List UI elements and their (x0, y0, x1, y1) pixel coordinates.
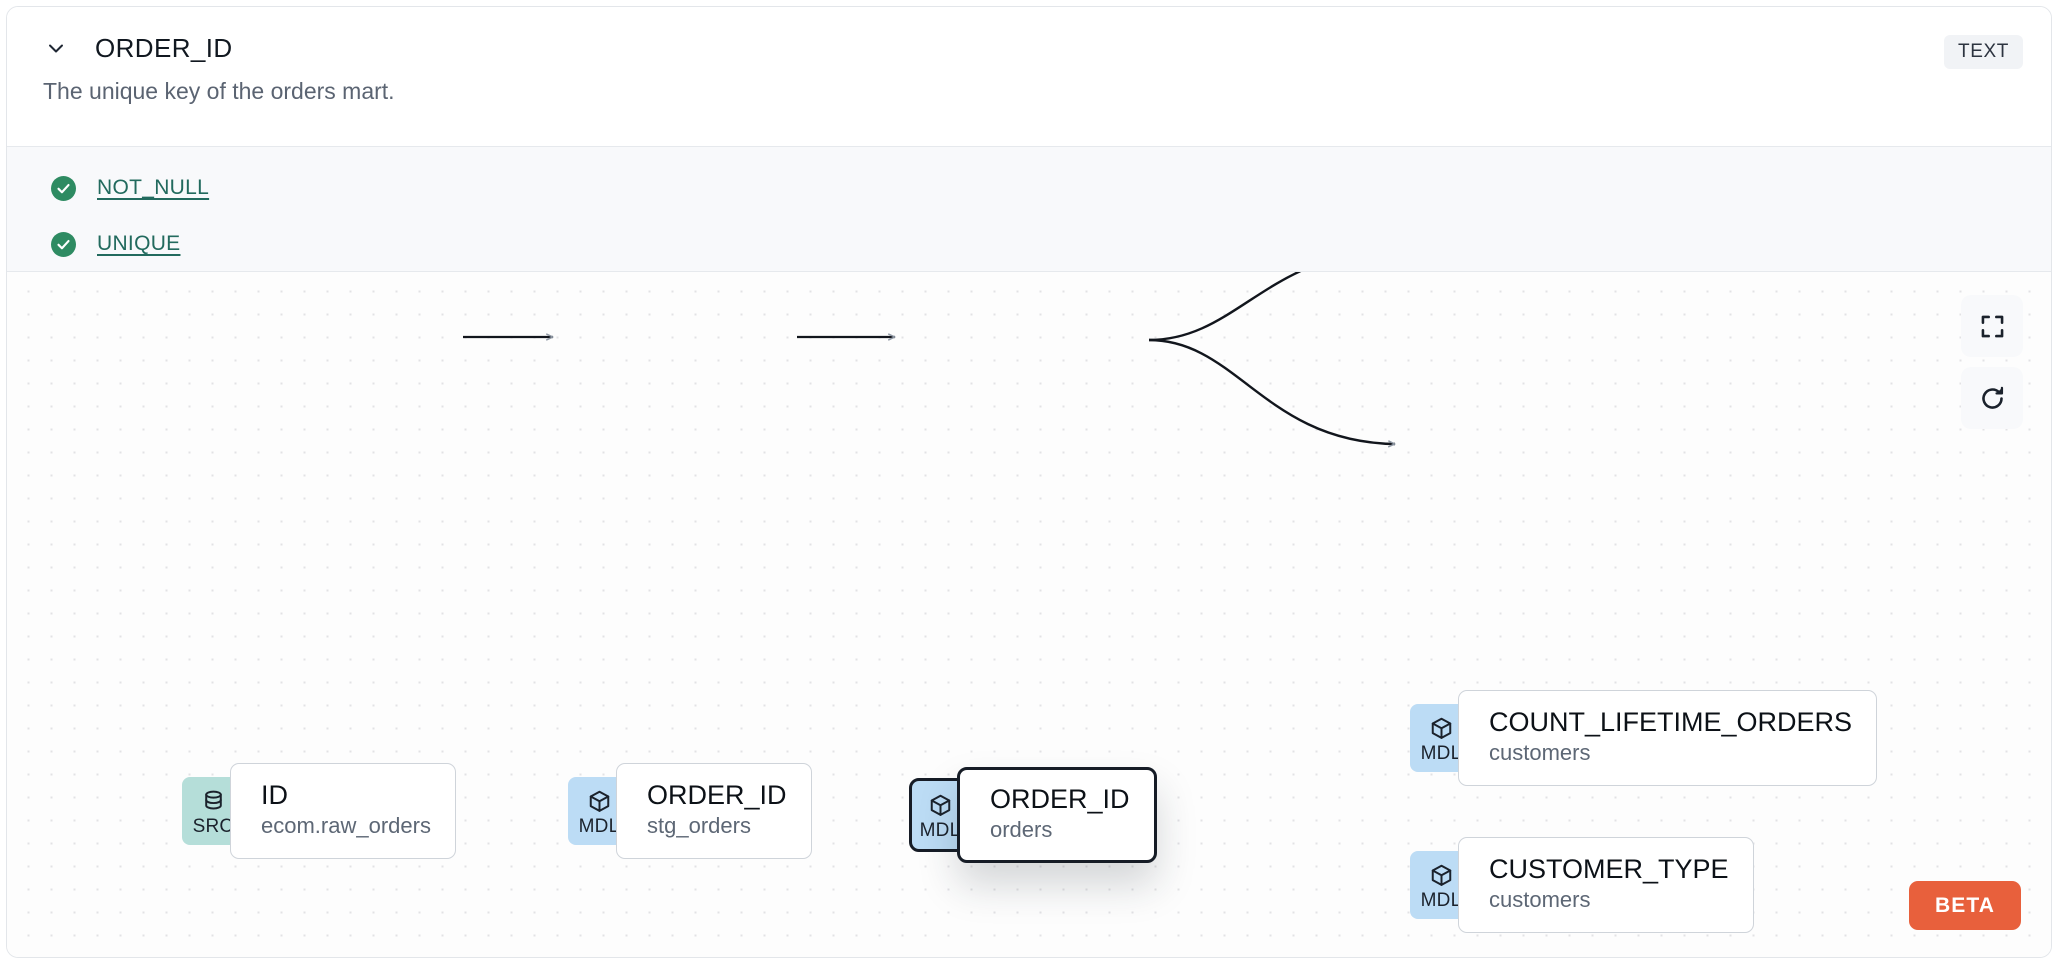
node-column-name: ID (261, 780, 288, 811)
fit-view-icon (1979, 313, 2006, 340)
node-column-name: ORDER_ID (647, 780, 787, 811)
column-description: The unique key of the orders mart. (43, 78, 395, 104)
lineage-node-src-id[interactable]: SRC ID ecom.raw_orders (182, 763, 456, 859)
fit-view-button[interactable] (1961, 295, 2023, 357)
edge-orders-to-count (1148, 272, 1302, 342)
node-body: ORDER_ID orders (957, 767, 1157, 863)
cube-icon (1429, 713, 1454, 743)
reset-button[interactable] (1961, 367, 2023, 429)
node-body: ORDER_ID stg_orders (616, 763, 812, 859)
test-row: UNIQUE (51, 225, 2051, 263)
lineage-node-customer-type[interactable]: MDL CUSTOMER_TYPE customers (1410, 837, 1754, 933)
node-body: CUSTOMER_TYPE customers (1458, 837, 1754, 933)
test-link-unique[interactable]: UNIQUE (97, 232, 181, 255)
node-body: COUNT_LIFETIME_ORDERS customers (1458, 690, 1878, 786)
node-source-name: orders (990, 817, 1053, 843)
node-body: ID ecom.raw_orders (230, 763, 456, 859)
src-badge-label: SRC (192, 816, 234, 837)
mdl-badge-label: MDL (919, 820, 961, 841)
check-circle-icon (51, 231, 76, 257)
cube-icon (1429, 860, 1454, 890)
card-header: ORDER_ID TEXT The unique key of the orde… (7, 7, 2051, 147)
mdl-badge-label: MDL (1420, 890, 1462, 911)
cube-icon (928, 790, 953, 820)
column-type-badge: TEXT (1944, 35, 2023, 69)
cube-icon (587, 786, 612, 816)
node-column-name: COUNT_LIFETIME_ORDERS (1489, 707, 1853, 738)
lineage-node-orders-selected[interactable]: MDL ORDER_ID orders (909, 767, 1157, 863)
header-title-row: ORDER_ID (7, 7, 2051, 63)
tests-section: NOT_NULL UNIQUE (7, 147, 2051, 272)
check-circle-icon (51, 175, 76, 201)
column-detail-card: ORDER_ID TEXT The unique key of the orde… (6, 6, 2052, 958)
database-icon (201, 786, 226, 816)
page-title: ORDER_ID (95, 32, 233, 63)
node-source-name: customers (1489, 740, 1591, 766)
chevron-down-icon[interactable] (43, 35, 69, 61)
beta-badge[interactable]: BETA (1908, 881, 2021, 930)
lineage-node-stg-orders[interactable]: MDL ORDER_ID stg_orders (568, 763, 812, 859)
node-column-name: CUSTOMER_TYPE (1489, 854, 1729, 885)
refresh-icon (1979, 385, 2006, 412)
node-source-name: ecom.raw_orders (261, 813, 431, 839)
node-column-name: ORDER_ID (990, 784, 1130, 815)
lineage-node-count-lifetime-orders[interactable]: MDL COUNT_LIFETIME_ORDERS customers (1410, 690, 1878, 786)
canvas-controls (1961, 295, 2023, 439)
test-link-not-null[interactable]: NOT_NULL (97, 176, 210, 199)
lineage-canvas[interactable]: SRC ID ecom.raw_orders MDL ORDE (7, 272, 2051, 957)
edge-orders-to-customer-type (1148, 338, 1396, 448)
test-row: NOT_NULL (51, 169, 2051, 207)
mdl-badge-label: MDL (1420, 743, 1462, 764)
mdl-badge-label: MDL (578, 816, 620, 837)
node-source-name: stg_orders (647, 813, 751, 839)
node-source-name: customers (1489, 887, 1591, 913)
